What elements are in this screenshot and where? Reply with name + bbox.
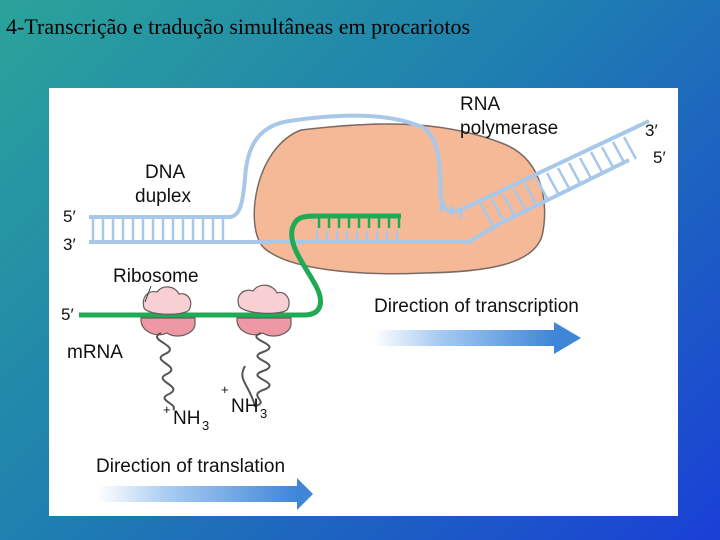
transcription-direction-arrow [374, 322, 581, 354]
ribosome-pointer [144, 285, 152, 303]
right-3prime-label: 3′ [645, 121, 658, 140]
nh3-right-subscript: 3 [260, 406, 267, 421]
nh3-left-plus: + [163, 402, 171, 417]
transcription-translation-diagram: RNA polymerase 3′ 5′ DNA duplex 5′ 3′ Ri… [61, 94, 666, 510]
mrna-label: mRNA [67, 342, 123, 363]
dna-template-strand [89, 158, 630, 244]
dna-duplex-label-line1: DNA [145, 162, 185, 183]
translation-direction-arrow [97, 478, 313, 510]
ribosome-label: Ribosome [113, 266, 199, 287]
nh3-left-label: NH [173, 408, 200, 429]
polypeptide-2 [241, 332, 271, 408]
direction-of-transcription-label: Direction of transcription [374, 296, 579, 317]
slide-title: 4-Transcrição e tradução simultâneas em … [6, 14, 471, 39]
ribosome-2 [236, 284, 292, 408]
dna-right-base-pairs [479, 136, 638, 227]
ribosome-1-large-subunit [142, 286, 192, 315]
mrna-bases [317, 216, 401, 228]
template-bases [315, 201, 463, 241]
ribosome-2-small-subunit [236, 317, 292, 337]
nh3-left-subscript: 3 [202, 418, 209, 433]
polypeptide-1 [156, 332, 175, 411]
dna-5prime-label: 5′ [63, 207, 76, 226]
mrna-strand [79, 213, 401, 318]
ribosome-2-large-subunit [237, 284, 290, 314]
mrna-5prime-label: 5′ [61, 305, 74, 324]
rna-polymerase-label-line2: polymerase [460, 118, 558, 139]
ribosome-1-small-subunit [140, 317, 196, 337]
right-5prime-label: 5′ [653, 148, 666, 167]
ribosome-1 [140, 286, 196, 411]
diagram-panel: RNA polymerase 3′ 5′ DNA duplex 5′ 3′ Ri… [49, 88, 678, 516]
dna-3prime-label: 3′ [63, 235, 76, 254]
direction-of-translation-label: Direction of translation [96, 456, 285, 477]
dna-coding-strand [89, 113, 650, 219]
dna-duplex-label-line2: duplex [135, 186, 191, 207]
rna-polymerase-label-line1: RNA [460, 94, 500, 115]
nh3-right-label: NH [231, 396, 258, 417]
dna-duplex-base-pairs [91, 219, 225, 240]
nh3-right-plus: + [221, 382, 229, 397]
